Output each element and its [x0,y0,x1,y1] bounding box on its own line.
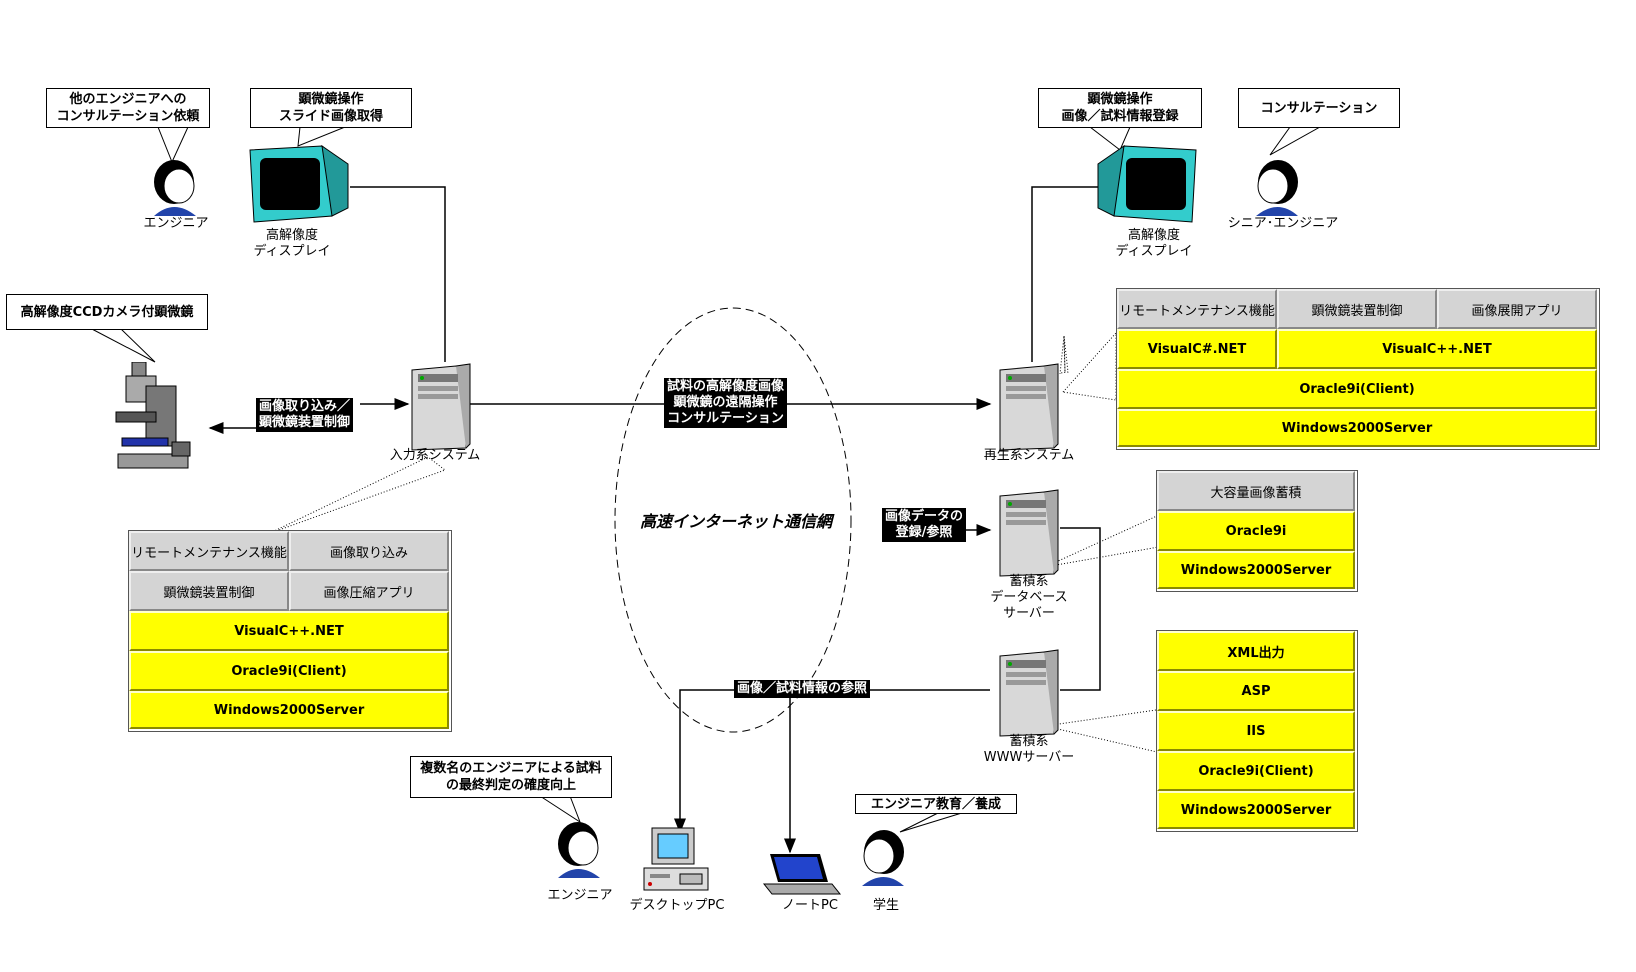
engineer-bottom-icon [558,822,600,878]
label-engineer-bottom: エンジニア [547,888,613,903]
www-xml-output: XML出力 [1157,631,1355,671]
callout-education: エンジニア教育／養成 [855,794,1017,814]
callout-scope-right: 顕微鏡操作 画像／試料情報登録 [1038,88,1202,128]
input-scope-control: 顕微鏡装置制御 [129,571,289,611]
playback-server-icon [999,363,1059,451]
callout-microscope: 高解像度CCDカメラ付顕微鏡 [6,294,208,330]
notebook-pc-icon [762,854,842,895]
www-asp: ASP [1157,671,1355,711]
playback-scope-control: 顕微鏡装置制御 [1277,289,1437,329]
label-display-right: 高解像度 ディスプレイ [1115,228,1193,259]
db-oracle: Oracle9i [1157,511,1355,551]
label-engineer: エンジニア [143,216,209,231]
link-display-input [350,186,446,362]
callout-multi-engineer: 複数名のエンジニアによる試料 の最終判定の確度向上 [410,756,612,798]
playback-remote-maintenance: リモートメンテナンス機能 [1117,289,1277,329]
label-www-server: 蓄積系 WWWサーバー [983,734,1075,765]
arrow-label-network: 試料の高解像度画像 顕微鏡の遠隔操作 コンサルテーション [664,378,788,428]
wedge-input [267,456,447,535]
input-dev-tool: VisualC++.NET [129,611,449,651]
link-db-www [1060,527,1101,691]
www-iis: IIS [1157,711,1355,751]
input-software-stack: リモートメンテナンス機能 画像取り込み 顕微鏡装置制御 画像圧縮アプリ Visu… [128,530,452,732]
label-notebook: ノートPC [782,898,838,913]
db-os: Windows2000Server [1157,551,1355,589]
network-cloud [614,307,852,733]
pointer-microscope [89,327,156,363]
input-image-capture: 画像取り込み [289,531,449,571]
www-software-stack: XML出力 ASP IIS Oracle9i(Client) Windows20… [1156,630,1358,832]
engineer-icon [154,160,196,216]
wedge-www [1044,707,1171,756]
label-db-server: 蓄積系 データベース サーバー [990,574,1068,621]
student-icon [862,830,904,886]
playback-dev-cpp: VisualC++.NET [1277,329,1597,369]
monitor-left-icon [249,144,349,223]
callout-consultation: コンサルテーション [1238,88,1400,128]
www-os: Windows2000Server [1157,791,1355,829]
senior-engineer-icon [1256,160,1298,216]
desktop-pc-icon [643,827,709,891]
input-remote-maintenance: リモートメンテナンス機能 [129,531,289,571]
playback-software-stack: リモートメンテナンス機能 顕微鏡装置制御 画像展開アプリ VisualC#.NE… [1116,288,1600,450]
db-server-icon [999,489,1059,577]
label-display-left: 高解像度 ディスプレイ [253,228,331,259]
input-compress-app: 画像圧縮アプリ [289,571,449,611]
db-software-stack: 大容量画像蓄積 Oracle9i Windows2000Server [1156,470,1358,592]
link-display-playback [1031,186,1128,362]
wedge-db [1044,509,1171,568]
input-os: Windows2000Server [129,691,449,729]
db-image-storage: 大容量画像蓄積 [1157,471,1355,511]
microscope-icon [115,362,191,469]
label-senior-engineer: シニア･エンジニア [1227,216,1339,231]
label-input-system: 入力系システム [389,448,481,463]
pointer-education [899,811,966,833]
arrow-label-db: 画像データの 登録/参照 [882,508,967,542]
callout-consult-request: 他のエンジニアへの コンサルテーション依頼 [46,88,210,128]
label-playback-system: 再生系システム [983,448,1075,463]
wedge-playback [1059,335,1069,375]
monitor-right-icon [1097,144,1197,223]
arrow-label-reference: 画像／試料情報の参照 [734,680,871,698]
pointer-consult [157,126,189,164]
wedge-playback2 [1062,331,1117,401]
input-server-icon [411,363,471,451]
arrow-to-desktop [674,689,990,834]
playback-os: Windows2000Server [1117,409,1597,447]
playback-db-client: Oracle9i(Client) [1117,369,1597,409]
input-db-client: Oracle9i(Client) [129,651,449,691]
arrow-label-capture: 画像取り込み／ 顕微鏡装置制御 [256,398,354,432]
pointer-consultation [1269,126,1321,156]
www-server-icon [999,649,1059,737]
callout-scope-left: 顕微鏡操作 スライド画像取得 [250,88,412,128]
pointer-scope-left [297,126,346,147]
network-label: 高速インターネット通信網 [640,512,833,531]
playback-expand-app: 画像展開アプリ [1437,289,1597,329]
label-desktop: デスクトップPC [629,898,725,913]
www-db-client: Oracle9i(Client) [1157,751,1355,791]
label-student: 学生 [872,898,899,913]
playback-dev-csharp: VisualC#.NET [1117,329,1277,369]
pointer-multi [539,795,582,824]
